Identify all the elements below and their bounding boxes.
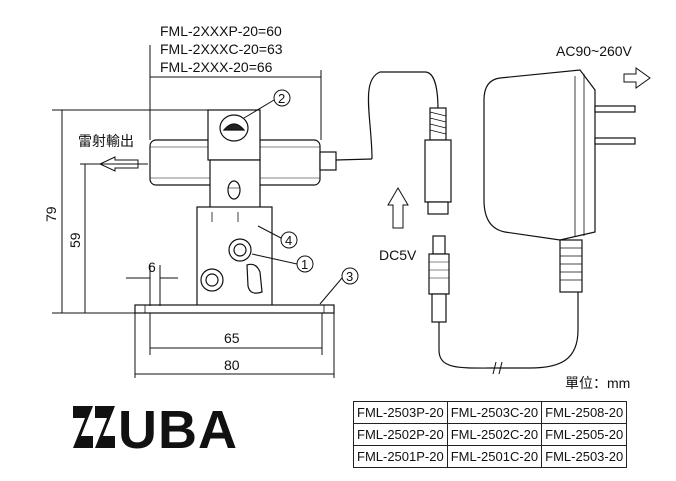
table-cell: FML-2502P-20 — [353, 423, 448, 446]
dim-6-label: 6 — [148, 259, 156, 275]
table-row: FML-2501P-20 FML-2501C-20 FML-2503-20 — [353, 445, 628, 468]
adapter-cable — [438, 292, 579, 369]
cable-break — [492, 361, 503, 375]
table-cell: FML-2501P-20 — [353, 445, 448, 468]
logo-slash-mark — [73, 406, 115, 448]
table-row: FML-2503P-20 FML-2503C-20 FML-2508-20 — [353, 401, 628, 424]
dim-59-label: 59 — [67, 232, 83, 248]
callout-3-label: 3 — [346, 269, 353, 284]
laser-cable — [367, 71, 439, 160]
laser-output-arrow — [98, 156, 139, 172]
table-cell: FML-2503P-20 — [353, 401, 448, 424]
female-connector — [424, 107, 452, 215]
table-cell: FML-2505-20 — [541, 423, 628, 446]
callout-4 — [257, 225, 298, 249]
callout-2-label: 2 — [278, 91, 285, 106]
unit-note: 單位：mm — [565, 375, 630, 391]
height-dimensions — [52, 109, 210, 314]
table-cell: FML-2508-20 — [541, 401, 628, 424]
callout-1-label: 1 — [301, 257, 308, 272]
dc-label: DC5V — [379, 247, 417, 263]
length-dimension — [149, 45, 322, 140]
ac-adapter — [483, 69, 636, 293]
callout-3 — [319, 267, 359, 305]
logo-text: UBA — [118, 400, 238, 460]
table-cell: FML-2502C-20 — [446, 423, 543, 446]
dc-arrow — [387, 187, 409, 229]
model-table: FML-2503P-20 FML-2503C-20 FML-2508-20 FM… — [353, 401, 628, 468]
laser-output-label: 雷射輸出 — [78, 133, 134, 149]
callout-4-label: 4 — [285, 233, 292, 248]
male-plug — [428, 235, 450, 323]
length-line-3: FML-2XXX-20=66 — [160, 59, 273, 75]
table-row: FML-2502P-20 FML-2502C-20 FML-2505-20 — [353, 423, 628, 446]
ac-arrow — [623, 67, 651, 89]
table-cell: FML-2501C-20 — [446, 445, 543, 468]
callout-2 — [243, 89, 291, 119]
length-line-1: FML-2XXXP-20=60 — [160, 23, 282, 39]
laser-module — [134, 109, 373, 314]
length-line-2: FML-2XXXC-20=63 — [160, 41, 283, 57]
dim-80-label: 80 — [224, 357, 240, 373]
dim-79-label: 79 — [43, 206, 59, 222]
uba-logo — [73, 406, 115, 448]
dim-65-label: 65 — [224, 330, 240, 346]
callout-1 — [251, 253, 314, 273]
table-cell: FML-2503C-20 — [446, 401, 543, 424]
ac-label: AC90~260V — [556, 43, 633, 59]
width-dimensions — [126, 265, 335, 378]
table-cell: FML-2503-20 — [541, 445, 628, 468]
